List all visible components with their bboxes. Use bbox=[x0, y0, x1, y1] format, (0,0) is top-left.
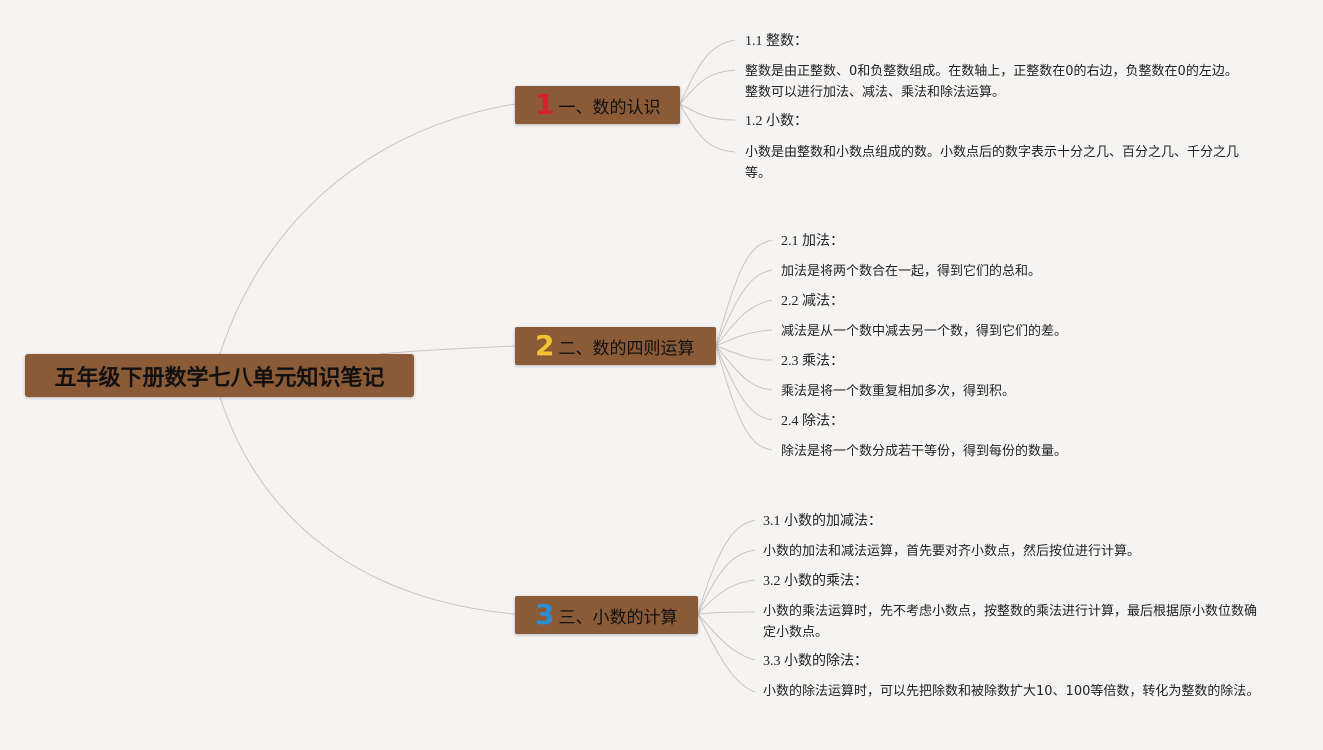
leaf-2-1-text[interactable]: 加法是将两个数合在一起，得到它们的总和。 bbox=[781, 264, 1042, 279]
connector-root-b3 bbox=[219, 396, 516, 615]
leaf-1-1-heading[interactable]: 1.1 整数： bbox=[745, 34, 808, 49]
branch-2-label: 二、数的四则运算 bbox=[558, 338, 695, 359]
leaf-3-2-text[interactable]: 小数的乘法运算时，先不考虑小数点，按整数的乘法进行计算，最后根据原小数位数确定小… bbox=[763, 604, 1258, 640]
leaf-1-2-text[interactable]: 小数是由整数和小数点组成的数。小数点后的数字表示十分之几、百分之几、千分之几等。 bbox=[745, 145, 1240, 181]
leaf-3-2-heading[interactable]: 3.2 小数的乘法： bbox=[763, 574, 868, 589]
branch-2-number-badge: 2 bbox=[535, 329, 555, 362]
leaf-3-3-heading[interactable]: 3.3 小数的除法： bbox=[763, 654, 868, 669]
leaf-1-1-text[interactable]: 整数是由正整数、0和负整数组成。在数轴上，正整数在0的右边，负整数在0的左边。整… bbox=[745, 64, 1238, 100]
branch-topic-1[interactable]: 1 一、数的认识 bbox=[515, 86, 680, 124]
leaf-2-4-text[interactable]: 除法是将一个数分成若干等份，得到每份的数量。 bbox=[781, 444, 1068, 459]
connector-root-b1 bbox=[219, 103, 516, 355]
branch-1-label: 一、数的认识 bbox=[558, 97, 661, 118]
leaf-3-1-text[interactable]: 小数的加法和减法运算，首先要对齐小数点，然后按位进行计算。 bbox=[763, 544, 1141, 559]
leaf-3-1-heading[interactable]: 3.1 小数的加减法： bbox=[763, 514, 882, 529]
leaf-2-4-heading[interactable]: 2.4 除法： bbox=[781, 414, 844, 429]
leaf-2-1-heading[interactable]: 2.1 加法： bbox=[781, 234, 844, 249]
connector-root-b2 bbox=[379, 345, 516, 355]
leaf-3-3-text[interactable]: 小数的除法运算时，可以先把除数和被除数扩大10、100等倍数，转化为整数的除法。 bbox=[763, 684, 1260, 699]
root-topic-label: 五年级下册数学七八单元知识笔记 bbox=[54, 365, 385, 391]
branch-3-number-badge: 3 bbox=[535, 598, 555, 631]
leaf-2-2-heading[interactable]: 2.2 减法： bbox=[781, 294, 844, 309]
branch-1-number-badge: 1 bbox=[535, 88, 555, 121]
leaf-2-3-heading[interactable]: 2.3 乘法： bbox=[781, 354, 844, 369]
branch-topic-3[interactable]: 3 三、小数的计算 bbox=[515, 596, 698, 634]
leaf-1-2-heading[interactable]: 1.2 小数： bbox=[745, 114, 808, 129]
root-topic[interactable]: 五年级下册数学七八单元知识笔记 bbox=[25, 354, 414, 397]
leaf-2-3-text[interactable]: 乘法是将一个数重复相加多次，得到积。 bbox=[781, 384, 1016, 399]
branch-3-label: 三、小数的计算 bbox=[558, 607, 678, 628]
branch-topic-2[interactable]: 2 二、数的四则运算 bbox=[515, 327, 716, 365]
leaf-2-2-text[interactable]: 减法是从一个数中减去另一个数，得到它们的差。 bbox=[781, 324, 1068, 339]
